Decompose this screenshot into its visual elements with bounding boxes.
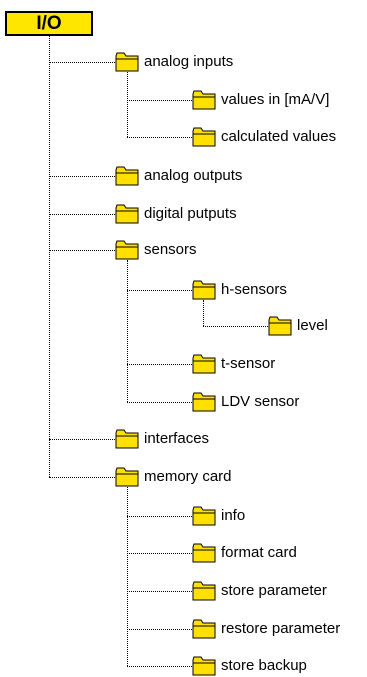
node-label: level <box>297 317 328 334</box>
tree-node-format-card: format card <box>192 542 297 564</box>
folder-icon <box>268 316 292 336</box>
folder-icon <box>192 581 216 601</box>
tree-node-sensors: sensors <box>115 239 197 261</box>
node-label: store parameter <box>221 582 327 599</box>
node-label: sensors <box>144 241 197 258</box>
folder-icon <box>115 204 139 224</box>
tree-node-analog-outputs: analog outputs <box>115 165 242 187</box>
node-label: analog outputs <box>144 167 243 184</box>
tree-node-t-sensor: t-sensor <box>192 353 275 375</box>
node-label: h-sensors <box>221 281 287 298</box>
tree-node-interfaces: interfaces <box>115 428 209 450</box>
connector-line <box>127 629 192 630</box>
tree-node-ldv-sensor: LDV sensor <box>192 391 299 413</box>
folder-icon <box>115 52 139 72</box>
connector-line <box>127 666 192 667</box>
folder-icon <box>192 280 216 300</box>
node-label: values in [mA/V] <box>221 91 330 108</box>
connector-line <box>49 214 115 215</box>
node-label: info <box>221 507 246 524</box>
trunk-line <box>49 36 50 477</box>
connector-line <box>127 516 192 517</box>
node-label: restore parameter <box>221 620 341 637</box>
connector-line <box>49 62 115 63</box>
tree-node-calculated-values: calculated values <box>192 126 336 148</box>
connector-line <box>127 100 192 101</box>
trunk-line <box>127 260 128 402</box>
node-label: digital putputs <box>144 205 237 222</box>
trunk-line <box>127 487 128 666</box>
folder-icon <box>192 392 216 412</box>
trunk-line <box>127 72 128 137</box>
tree-node-store-backup: store backup <box>192 655 307 677</box>
folder-icon <box>192 354 216 374</box>
trunk-line <box>203 300 204 326</box>
tree-node-restore-parameter: restore parameter <box>192 618 340 640</box>
node-label: analog inputs <box>144 53 234 70</box>
node-label: memory card <box>144 468 232 485</box>
tree-node-level: level <box>268 315 328 337</box>
connector-line <box>49 176 115 177</box>
tree-node-digital-putputs: digital putputs <box>115 203 237 225</box>
node-label: store backup <box>221 657 307 674</box>
node-label: LDV sensor <box>221 393 300 410</box>
tree-node-info: info <box>192 505 245 527</box>
folder-icon <box>192 656 216 676</box>
folder-icon <box>192 543 216 563</box>
connector-line <box>49 250 115 251</box>
folder-icon <box>192 506 216 526</box>
folder-icon <box>115 467 139 487</box>
connector-line <box>49 439 115 440</box>
tree-node-analog-inputs: analog inputs <box>115 51 233 73</box>
connector-line <box>127 364 192 365</box>
node-label: format card <box>221 544 297 561</box>
tree-node-h-sensors: h-sensors <box>192 279 287 301</box>
connector-line <box>127 137 192 138</box>
connector-line <box>127 553 192 554</box>
node-label: calculated values <box>221 128 337 145</box>
folder-icon <box>192 619 216 639</box>
connector-line <box>203 326 268 327</box>
folder-icon <box>192 127 216 147</box>
root-node-io: I/O <box>5 11 93 36</box>
node-label: interfaces <box>144 430 210 447</box>
tree-node-values-in-ma-v: values in [mA/V] <box>192 89 329 111</box>
folder-icon <box>115 240 139 260</box>
tree-node-memory-card: memory card <box>115 466 232 488</box>
connector-line <box>49 477 115 478</box>
connector-line <box>127 591 192 592</box>
tree-node-store-parameter: store parameter <box>192 580 327 602</box>
folder-icon <box>115 429 139 449</box>
node-label: t-sensor <box>221 355 276 372</box>
connector-line <box>127 290 192 291</box>
folder-icon <box>192 90 216 110</box>
connector-line <box>127 402 192 403</box>
folder-icon <box>115 166 139 186</box>
